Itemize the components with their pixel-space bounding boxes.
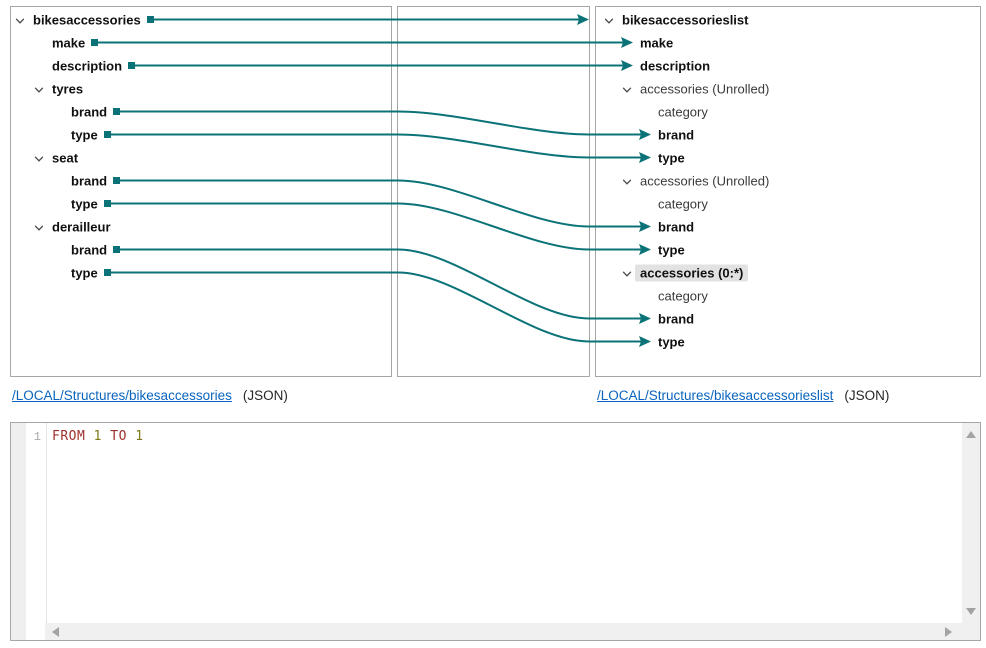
tree-item-label: type	[658, 334, 685, 349]
expression-editor[interactable]: 1 FROM 1 TO 1	[10, 422, 981, 641]
code-token: FROM	[52, 429, 86, 444]
tree-item-label: description	[640, 58, 711, 73]
tree-item-label: seat	[52, 150, 79, 165]
tree-item-label: description	[52, 58, 123, 73]
tree-item-label: brand	[658, 127, 695, 142]
editor-gutter-margin	[11, 423, 26, 640]
tree-item-label: brand	[71, 104, 108, 119]
horizontal-scrollbar[interactable]	[45, 623, 962, 640]
source-structure-link[interactable]: /LOCAL/Structures/bikesaccessories	[12, 388, 232, 403]
tree-item-type[interactable]: type	[596, 330, 980, 353]
tree-item-brand[interactable]: brand	[11, 169, 391, 192]
editor-gutter-separator	[46, 423, 47, 623]
tree-item-category[interactable]: category	[596, 100, 980, 123]
tree-item-tyres[interactable]: tyres	[11, 77, 391, 100]
source-structure-format: (JSON)	[242, 388, 288, 403]
target-structure-link[interactable]: /LOCAL/Structures/bikesaccessorieslist	[597, 388, 834, 403]
scroll-down-icon[interactable]	[966, 608, 976, 615]
chevron-down-icon[interactable]	[33, 152, 45, 164]
tree-item-label: brand	[658, 219, 695, 234]
tree-item-label: accessories (Unrolled)	[640, 173, 770, 188]
tree-item-type[interactable]: type	[11, 123, 391, 146]
source-tree-panel: bikesaccessories make description tyres bran…	[10, 6, 392, 377]
tree-item-label: category	[658, 288, 708, 303]
code-token: 1	[135, 429, 144, 444]
chevron-down-icon[interactable]	[14, 14, 26, 26]
tree-item-make[interactable]: make	[11, 31, 391, 54]
tree-item-bikesaccessories[interactable]: bikesaccessories	[11, 8, 391, 31]
tree-item-type[interactable]: type	[596, 146, 980, 169]
tree-item-make[interactable]: make	[596, 31, 980, 54]
vertical-scrollbar[interactable]	[962, 423, 980, 640]
tree-item-label: derailleur	[52, 219, 111, 234]
tree-item-label: bikesaccessories	[33, 12, 141, 27]
tree-item-type[interactable]: type	[11, 261, 391, 284]
tree-item-label: category	[658, 104, 708, 119]
tree-item-brand[interactable]: brand	[596, 307, 980, 330]
tree-item-label: type	[658, 242, 685, 257]
code-token: TO	[110, 429, 127, 444]
scroll-up-icon[interactable]	[966, 431, 976, 438]
chevron-down-icon[interactable]	[603, 14, 615, 26]
tree-item-label: brand	[71, 173, 108, 188]
code-token	[85, 429, 93, 444]
editor-line-number: 1	[33, 430, 41, 444]
target-tree-panel: bikesaccessorieslist make description acces…	[595, 6, 981, 377]
tree-item-brand[interactable]: brand	[596, 123, 980, 146]
target-structure-linkrow: /LOCAL/Structures/bikesaccessorieslist (…	[597, 388, 889, 403]
code-token: 1	[93, 429, 102, 444]
tree-item-category[interactable]: category	[596, 284, 980, 307]
source-structure-linkrow: /LOCAL/Structures/bikesaccessories (JSON…	[12, 388, 288, 403]
tree-item-label: accessories (0:*)	[635, 264, 749, 281]
chevron-down-icon[interactable]	[621, 267, 633, 279]
tree-item-seat[interactable]: seat	[11, 146, 391, 169]
tree-item-label: type	[71, 265, 98, 280]
tree-item-label: type	[658, 150, 685, 165]
tree-item-label: accessories (Unrolled)	[640, 81, 770, 96]
editor-code-line[interactable]: FROM 1 TO 1	[52, 429, 144, 444]
tree-item-derailleur[interactable]: derailleur	[11, 215, 391, 238]
tree-item-description[interactable]: description	[11, 54, 391, 77]
tree-item-label: type	[71, 196, 98, 211]
tree-item-label: category	[658, 196, 708, 211]
scroll-right-icon[interactable]	[945, 627, 952, 637]
chevron-down-icon[interactable]	[621, 83, 633, 95]
tree-item-brand[interactable]: brand	[11, 100, 391, 123]
tree-item-label: brand	[658, 311, 695, 326]
scroll-left-icon[interactable]	[52, 627, 59, 637]
tree-item-type[interactable]: type	[11, 192, 391, 215]
tree-item-label: tyres	[52, 81, 84, 96]
tree-item-accessories-unrolled[interactable]: accessories (Unrolled)	[596, 169, 980, 192]
tree-item-label: bikesaccessorieslist	[622, 12, 749, 27]
tree-item-category[interactable]: category	[596, 192, 980, 215]
tree-item-label: make	[640, 35, 674, 50]
tree-item-description[interactable]: description	[596, 54, 980, 77]
tree-item-brand[interactable]: brand	[11, 238, 391, 261]
chevron-down-icon[interactable]	[621, 175, 633, 187]
tree-item-accessories-0[interactable]: accessories (0:*)	[596, 261, 980, 284]
chevron-down-icon[interactable]	[33, 83, 45, 95]
chevron-down-icon[interactable]	[33, 221, 45, 233]
tree-item-label: type	[71, 127, 98, 142]
tree-item-bikesaccessorieslist[interactable]: bikesaccessorieslist	[596, 8, 980, 31]
tree-item-label: brand	[71, 242, 108, 257]
tree-item-brand[interactable]: brand	[596, 215, 980, 238]
target-structure-format: (JSON)	[844, 388, 890, 403]
mapping-canvas[interactable]	[397, 6, 590, 377]
tree-item-accessories-unrolled[interactable]: accessories (Unrolled)	[596, 77, 980, 100]
tree-item-label: make	[52, 35, 86, 50]
tree-item-type[interactable]: type	[596, 238, 980, 261]
